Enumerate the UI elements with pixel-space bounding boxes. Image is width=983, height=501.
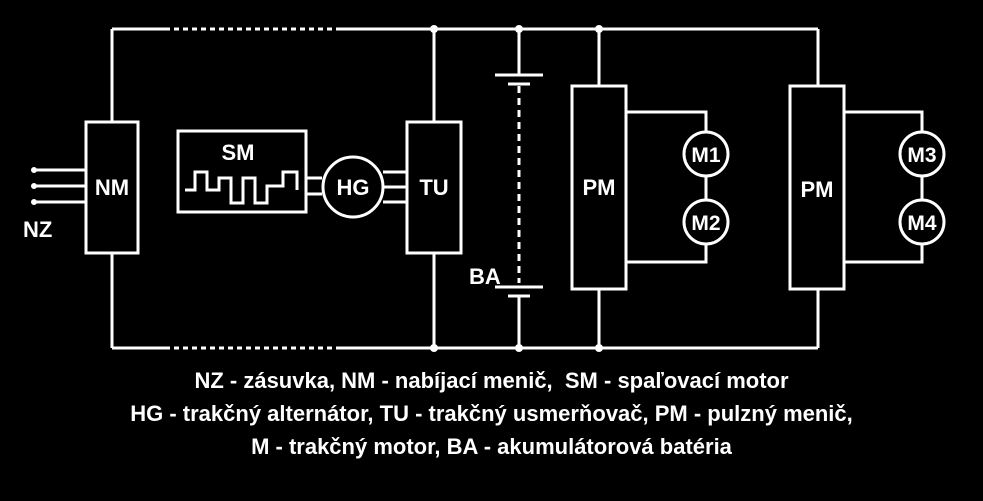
m1-m2-loop: [626, 110, 708, 132]
pm-left-label: PM: [583, 175, 616, 200]
junction-bottom-pm: [595, 344, 603, 352]
legend: NZ - zásuvka, NM - nabíjací menič, SM - …: [0, 364, 983, 463]
legend-line-1: NZ - zásuvka, NM - nabíjací menič, SM - …: [194, 368, 789, 393]
nz-label: NZ: [23, 217, 52, 242]
hg-label: HG: [337, 175, 370, 200]
nz-terminal-2: [31, 183, 37, 189]
circuit-diagram: NZ NM SM HG TU BA PM PM M1 M2 M3 M4: [23, 25, 946, 352]
legend-line-2: HG - trakčný alternátor, TU - trakčný us…: [130, 401, 853, 426]
m1-circle: [682, 130, 730, 178]
pm-right-label: PM: [801, 177, 834, 202]
hg-circle: [321, 155, 385, 219]
junction-top-tu: [430, 25, 438, 33]
ba-label: BA: [469, 264, 501, 289]
nz-terminal-1: [31, 167, 37, 173]
junction-bottom-ba: [515, 344, 523, 352]
sm-box: [176, 129, 308, 214]
m4-label: M4: [907, 212, 936, 235]
m2-circle: [682, 198, 730, 246]
m2-label: M2: [691, 212, 720, 235]
m4-circle: [898, 198, 946, 246]
m2-return: [626, 244, 708, 264]
m1-label: M1: [691, 144, 720, 167]
nm-label: NM: [95, 175, 129, 200]
legend-line-3: M - trakčný motor, BA - akumulátorová ba…: [251, 434, 732, 459]
nz-terminal-3: [31, 199, 37, 205]
junction-top-pm: [595, 25, 603, 33]
m3-label: M3: [907, 144, 936, 167]
sm-waveform: [185, 170, 299, 205]
sm-label: SM: [222, 140, 255, 165]
junction-top-ba: [515, 25, 523, 33]
m3-circle: [898, 130, 946, 178]
junction-bottom-tu: [430, 344, 438, 352]
tu-label: TU: [419, 175, 448, 200]
m4-return: [844, 244, 924, 264]
m3-m4-loop: [844, 110, 924, 132]
